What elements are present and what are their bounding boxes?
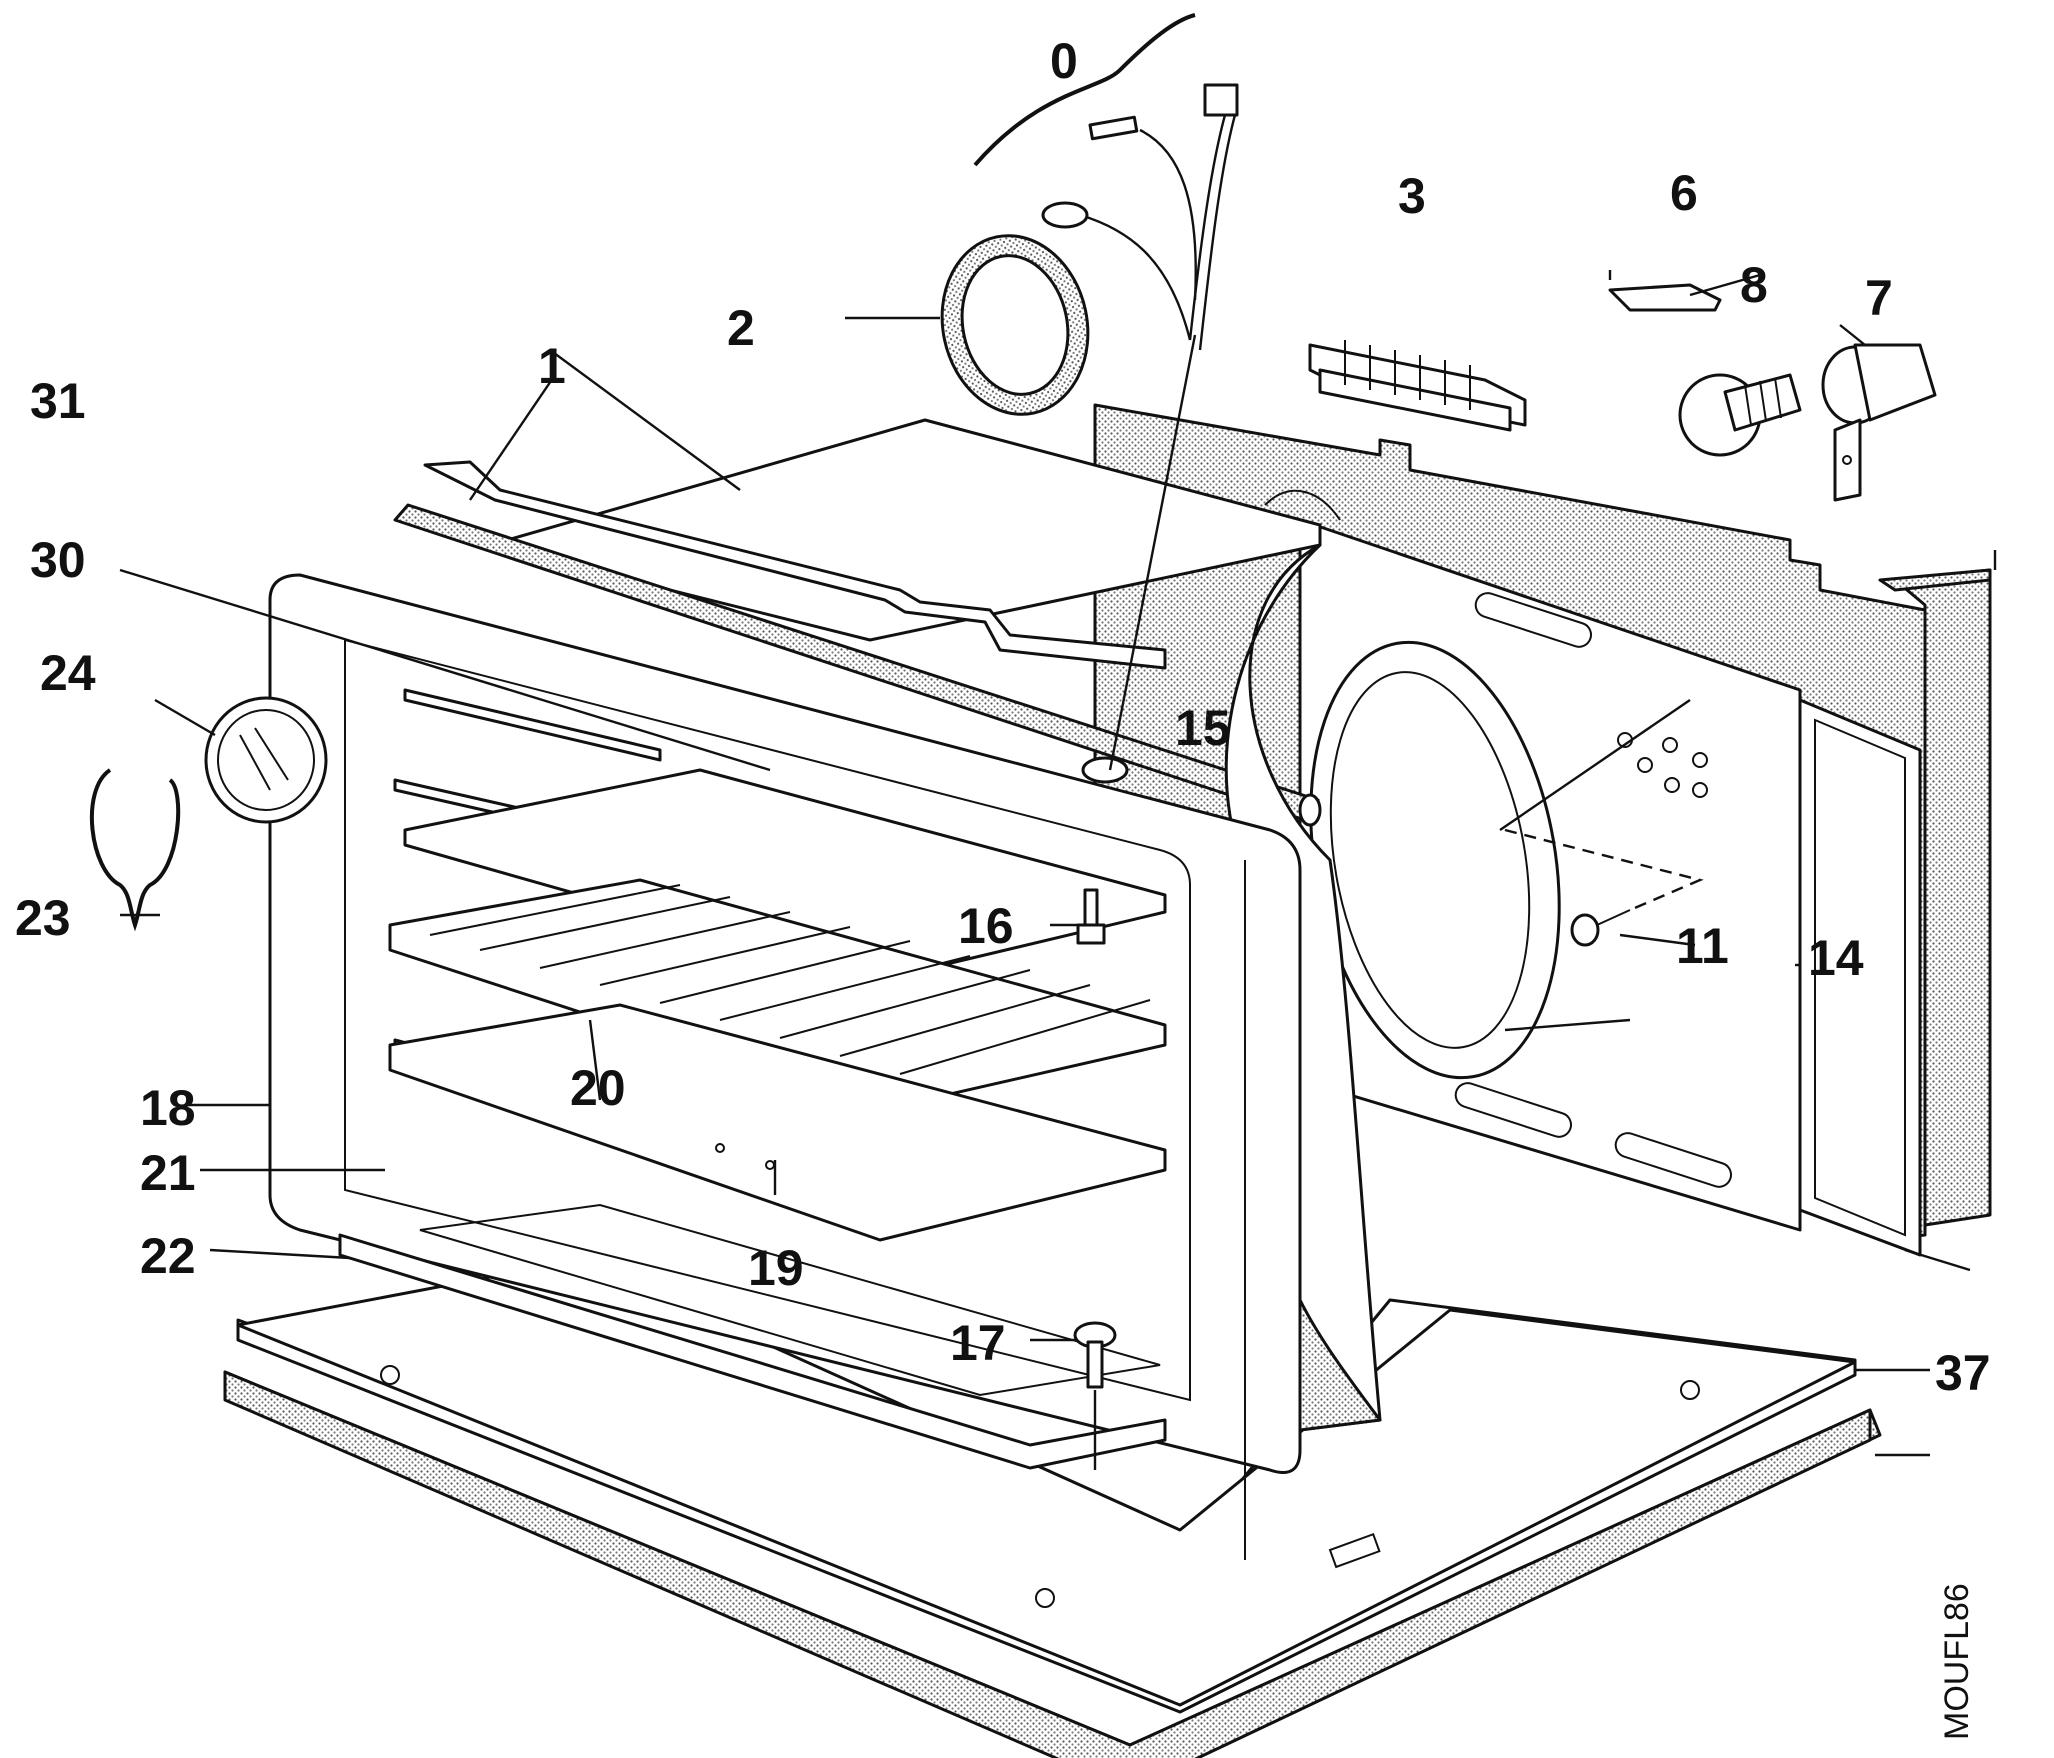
cavity-floor-19: [338, 1203, 1167, 1470]
callout-5: 6: [1670, 165, 1698, 221]
wiring-loom-0: [973, 13, 1239, 351]
leader-lines: [119, 270, 1997, 1470]
top-gasket-23: [393, 503, 1322, 827]
baking-tray: [403, 768, 1167, 982]
light-lens-21: [204, 696, 328, 824]
callout-24: 37: [1935, 1345, 1991, 1401]
callout-20: 23: [15, 890, 71, 946]
bottom-insulation-41: [223, 1370, 1882, 1758]
callout-21: 24: [40, 645, 96, 701]
callout-19: 22: [140, 1228, 196, 1284]
callout-12: 15: [1175, 700, 1231, 756]
callout-22: 30: [30, 532, 86, 588]
callout-7: 8: [1740, 257, 1768, 313]
callout-3: 3: [1398, 168, 1426, 224]
top-strip-1: [423, 460, 1167, 670]
lamp-bulb-7: [1678, 373, 1802, 457]
callout-labels: 0 1 2 3 6 7 8 11 14 15 16 17 18 19 20 21…: [15, 33, 1991, 1401]
lens-clip-20: [89, 768, 181, 932]
top-panel-2: [488, 418, 1322, 642]
lamp-clip-5: [1608, 283, 1722, 312]
callout-23: 31: [30, 373, 86, 429]
callout-18: 21: [140, 1145, 196, 1201]
callout-14: 17: [950, 1315, 1006, 1371]
drawing-code: MOUFL86: [1938, 1583, 1976, 1740]
screw-8: [1570, 909, 1631, 947]
callout-1: 1: [538, 338, 566, 394]
wire-shelf-17: [388, 878, 1167, 1112]
callout-17: 20: [570, 1060, 626, 1116]
callout-16: 19: [748, 1240, 804, 1296]
callout-8: 11: [1676, 918, 1729, 974]
callout-6: 7: [1865, 270, 1893, 326]
callout-11: 14: [1808, 930, 1864, 986]
callout-2: 2: [727, 300, 755, 356]
nut-12: [1081, 756, 1129, 784]
terminal-block-3: [1308, 340, 1527, 432]
bolt-14: [1073, 1321, 1117, 1389]
lamp-holder-6: [1821, 343, 1937, 502]
callout-0: 0: [1050, 33, 1078, 89]
fan-gasket-43: [940, 234, 1090, 416]
callout-13: 16: [958, 898, 1014, 954]
cavity-side-wall: [1224, 489, 1382, 1432]
stud-13: [1076, 888, 1106, 945]
callout-15: 18: [140, 1080, 196, 1136]
